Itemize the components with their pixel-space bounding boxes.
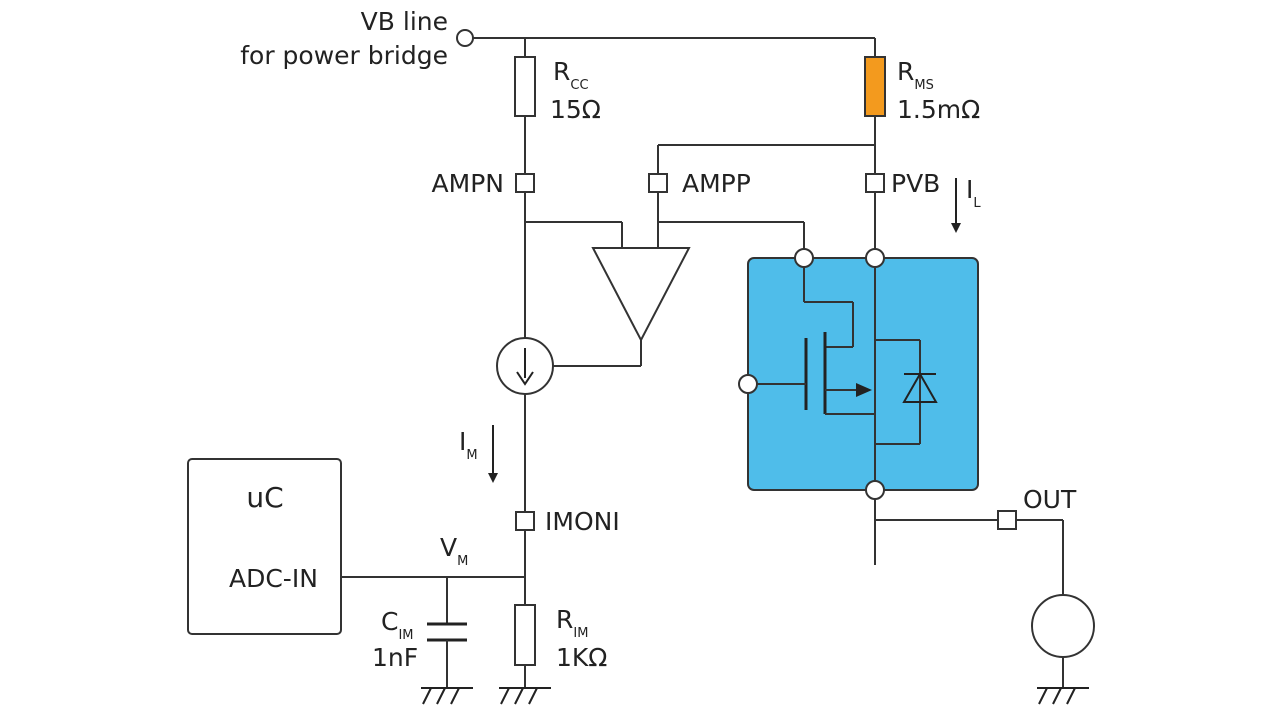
adc-in-label: ADC-IN: [229, 564, 318, 593]
pin-ampn-label: AMPN: [432, 169, 504, 198]
rcc-label: R: [553, 57, 570, 86]
ground-symbol: [421, 687, 473, 705]
pin-out: OUT: [997, 485, 1077, 530]
il-label: I: [966, 175, 973, 204]
vb-line-label-2: for power bridge: [240, 41, 448, 70]
rcc-subscript: CC: [570, 78, 588, 93]
pin-imoni-label: IMONI: [545, 507, 620, 536]
resistor-rms: RMS 1.5mΩ: [864, 56, 980, 174]
il-subscript: L: [973, 196, 981, 211]
svg-text:CIM: CIM: [381, 607, 414, 643]
ground-symbol: [1037, 687, 1089, 705]
pin-ampp: AMPP: [648, 169, 751, 198]
svg-text:IM: IM: [459, 427, 478, 463]
im-subscript: M: [466, 448, 477, 463]
svg-text:IL: IL: [966, 175, 981, 211]
vm-label: V: [440, 533, 457, 562]
im-label: I: [459, 427, 466, 456]
pin-pvb: PVB: [865, 169, 940, 198]
rms-label: R: [897, 57, 914, 86]
rim-subscript: IM: [573, 626, 588, 641]
resistor-rim: RIM 1KΩ: [514, 604, 607, 688]
body-diode: [902, 371, 938, 403]
shunt-resistor-body: [864, 56, 886, 117]
pin-ampp-label: AMPP: [682, 169, 751, 198]
cim-label: C: [381, 607, 398, 636]
current-im-indicator: IM: [459, 425, 498, 483]
rim-value: 1KΩ: [556, 643, 607, 672]
rim-label: R: [556, 605, 573, 634]
svg-text:RCC: RCC: [553, 57, 589, 93]
current-source: [496, 337, 554, 395]
pin-imoni: IMONI: [515, 507, 620, 536]
vb-line-label: VB line: [361, 7, 448, 36]
rms-value: 1.5mΩ: [897, 95, 980, 124]
pin-out-label: OUT: [1023, 485, 1077, 514]
sense-amplifier: [591, 247, 691, 343]
svg-text:VM: VM: [440, 533, 468, 569]
load: [1031, 594, 1095, 658]
svg-text:RMS: RMS: [897, 57, 934, 93]
mosfet-block: [738, 248, 979, 500]
vb-terminal: [456, 29, 474, 47]
rcc-value: 15Ω: [550, 95, 601, 124]
rms-subscript: MS: [914, 78, 933, 93]
pin-pvb-label: PVB: [891, 169, 940, 198]
current-il-indicator: IL: [951, 175, 981, 233]
vm-subscript: M: [457, 554, 468, 569]
ground-symbol: [499, 687, 551, 705]
resistor-rcc: RCC 15Ω: [514, 56, 601, 174]
microcontroller: uC ADC-IN: [187, 458, 342, 635]
capacitor-cim: CIM 1nF: [372, 577, 467, 688]
svg-text:RIM: RIM: [556, 605, 588, 641]
cim-subscript: IM: [398, 628, 413, 643]
vb-line: VB line for power bridge: [240, 7, 876, 70]
pin-ampn: AMPN: [432, 169, 535, 198]
uc-label: uC: [246, 481, 283, 514]
cim-value: 1nF: [372, 643, 418, 672]
